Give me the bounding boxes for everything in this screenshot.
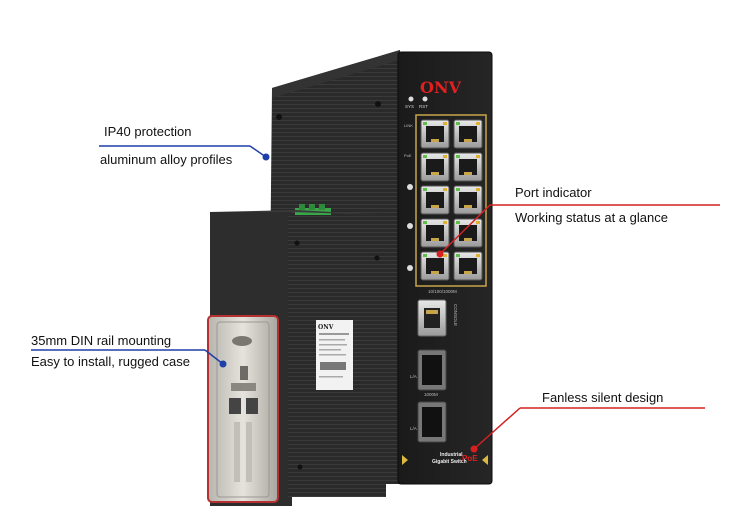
port-led-icon <box>456 254 460 257</box>
callout-dot-icon <box>470 445 478 453</box>
port-led-icon <box>423 254 427 257</box>
port-led-icon <box>423 122 427 125</box>
front-screw-icon <box>407 223 413 229</box>
sfp-port-1 <box>417 349 447 391</box>
corner-mark-icon <box>402 455 408 465</box>
port-led-icon <box>423 155 427 158</box>
sfp-speed-label: 1000M <box>424 392 438 397</box>
product-line-2: Gigabit Switch <box>432 459 467 465</box>
port-led-icon <box>476 221 480 224</box>
callout-din-subtitle: Easy to install, rugged case <box>31 354 190 369</box>
port-led-icon <box>476 254 480 257</box>
rj45-port <box>420 185 450 215</box>
port-led-icon <box>443 155 447 158</box>
port-led-icon <box>443 254 447 257</box>
din-rail-clip <box>207 315 279 503</box>
spec-label-sticker: ONV <box>316 320 353 390</box>
rj45-port <box>453 185 483 215</box>
poe-logo: PoE <box>462 454 478 463</box>
rj45-port <box>453 119 483 149</box>
port-led-icon <box>423 221 427 224</box>
speed-label: 10/100/1000M <box>428 289 457 294</box>
callout-dot-icon <box>262 153 270 161</box>
rj45-port <box>420 119 450 149</box>
callout-din-rail <box>31 349 227 368</box>
callout-port-indicator <box>436 204 720 258</box>
barcode-icon <box>320 362 346 370</box>
port-led-icon <box>476 155 480 158</box>
rj45-port-grid <box>415 114 487 287</box>
callout-fanless <box>470 407 705 453</box>
port-led-icon <box>456 188 460 191</box>
rj45-port <box>420 251 450 281</box>
sfp-port-2 <box>417 401 447 443</box>
rst-label: RST <box>419 104 428 109</box>
reset-button-icon <box>422 96 428 102</box>
screw-icon <box>294 240 300 246</box>
callout-dot-icon <box>436 250 444 258</box>
rj45-port <box>453 152 483 182</box>
port-led-icon <box>456 122 460 125</box>
label-brand: ONV <box>318 324 334 331</box>
screw-icon <box>375 101 381 107</box>
port-led-icon <box>423 188 427 191</box>
la-label-2: L/A <box>410 426 417 431</box>
screw-icon <box>276 114 282 120</box>
console-port <box>417 299 447 337</box>
screw-icon <box>297 464 303 470</box>
callout-ip40-title: IP40 protection <box>104 124 192 139</box>
callout-port-title: Port indicator <box>515 185 592 200</box>
brand-logo: ONV <box>420 78 462 97</box>
rj45-port <box>453 251 483 281</box>
rj45-port <box>420 218 450 248</box>
callout-ip40 <box>99 145 270 161</box>
poe-led-label: PoE <box>404 153 412 158</box>
switch-front-panel: ONV SYS RST LINK PoE 10/100/1000M <box>397 51 493 485</box>
port-led-icon <box>443 221 447 224</box>
product-line-1: Industrial <box>440 452 463 458</box>
callout-dot-icon <box>219 360 227 368</box>
screw-icon <box>374 255 380 261</box>
port-led-icon <box>476 122 480 125</box>
rj45-port <box>420 152 450 182</box>
port-led-icon <box>456 155 460 158</box>
rj45-port <box>453 218 483 248</box>
corner-mark-icon <box>482 455 488 465</box>
callout-ip40-subtitle: aluminum alloy profiles <box>100 152 233 167</box>
callout-din-title: 35mm DIN rail mounting <box>31 333 172 348</box>
la-label-1: L/A <box>410 374 417 379</box>
front-screw-icon <box>407 184 413 190</box>
callout-fanless-title: Fanless silent design <box>542 390 664 405</box>
port-led-icon <box>443 122 447 125</box>
callout-port-subtitle: Working status at a glance <box>515 210 668 225</box>
port-led-icon <box>456 221 460 224</box>
port-led-icon <box>476 188 480 191</box>
front-screw-icon <box>407 265 413 271</box>
link-label: LINK <box>404 123 413 128</box>
console-label: CONSOLE <box>453 304 458 326</box>
sys-led-icon <box>408 96 414 102</box>
port-led-icon <box>443 188 447 191</box>
sys-label: SYS <box>405 104 414 109</box>
